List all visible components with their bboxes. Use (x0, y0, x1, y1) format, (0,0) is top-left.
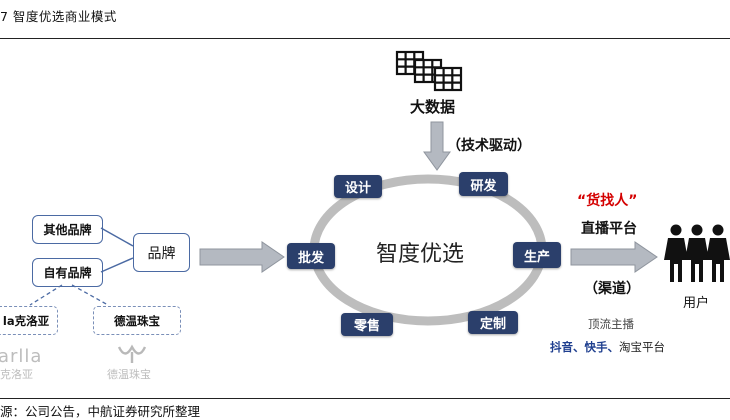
node-design: 设计 (334, 175, 382, 198)
node-retail: 零售 (341, 313, 393, 336)
live-platform-label: 直播平台 (581, 221, 637, 237)
partner-box-b: 德温珠宝 (93, 306, 181, 335)
top-rule (0, 38, 730, 39)
figure-title: 7 智度优选商业模式 (0, 9, 117, 24)
platforms-rest: 淘宝平台 (619, 340, 665, 354)
brand-to-wholesale-arrow (199, 241, 285, 273)
platforms-line: 抖音、快手、淘宝平台 (550, 339, 665, 355)
node-production: 生产 (513, 242, 561, 268)
source-note: 源：公司公告，中航证券研究所整理 (0, 404, 201, 419)
top-anchor-label: 顶流主播 (588, 317, 634, 331)
users-label: 用户 (683, 296, 710, 311)
node-custom: 定制 (468, 311, 518, 334)
down-arrow (423, 121, 451, 171)
logo-a-subtext: 克洛亚 (0, 368, 33, 381)
tech-drive-label: （技术驱动） (447, 138, 531, 154)
channel-label: （渠道） (584, 281, 640, 297)
brand-box: 品牌 (133, 233, 190, 272)
logo-b-subtext: 德温珠宝 (107, 368, 151, 381)
data-grid-icon (395, 50, 463, 92)
node-wholesale: 批发 (287, 243, 335, 269)
big-data-label: 大数据 (410, 98, 456, 116)
cycle-center-label: 智度优选 (376, 242, 465, 267)
users-icon (664, 224, 730, 282)
production-to-users-arrow (570, 241, 658, 273)
node-research: 研发 (459, 172, 508, 196)
bottom-rule (0, 398, 730, 399)
partner-box-a: la克洛亚 (0, 306, 58, 335)
logo-a-wordmark: arlla (0, 346, 43, 367)
own-brands-box: 自有品牌 (32, 258, 103, 287)
logo-b-icon (117, 344, 147, 363)
goods-seek-label: “货找人” (577, 193, 638, 209)
platforms-bold: 抖音、快手、 (550, 340, 619, 354)
